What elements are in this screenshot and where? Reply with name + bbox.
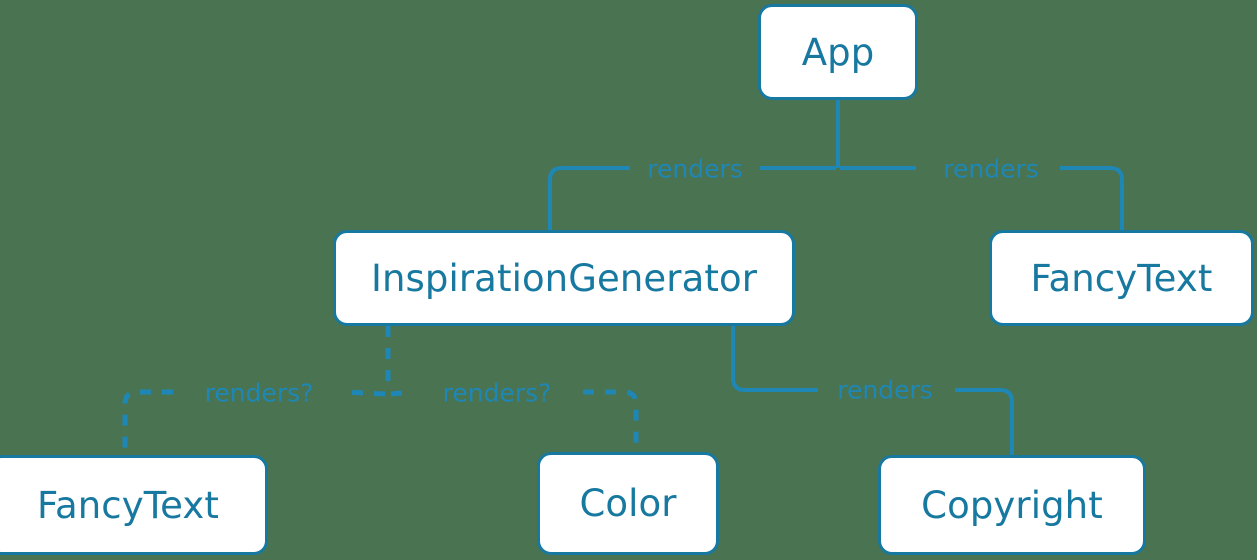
- node-fancytext-top[interactable]: FancyText: [989, 230, 1254, 326]
- edge-inspgen-copyright-left-seg: [731, 326, 818, 392]
- edge-inspgen-color-left-seg: [390, 389, 412, 397]
- node-fancytext-bottom[interactable]: FancyText: [0, 455, 268, 555]
- node-fancytext-bottom-label: FancyText: [37, 483, 219, 527]
- edge-label-inspgen-color: renders?: [442, 378, 552, 408]
- edge-inspgen-copyright-right-seg: [955, 388, 1014, 455]
- node-inspiration-generator[interactable]: InspirationGenerator: [333, 230, 795, 326]
- node-inspiration-generator-label: InspirationGenerator: [370, 256, 758, 300]
- node-copyright[interactable]: Copyright: [878, 455, 1146, 555]
- edge-label-app-inspgen: renders: [647, 154, 743, 184]
- edge-inspgen-color-right-seg: [583, 389, 639, 452]
- node-color[interactable]: Color: [537, 452, 719, 555]
- edge-label-inspgen-fancytext: renders?: [204, 378, 314, 408]
- node-color-label: Color: [579, 482, 677, 525]
- edge-label-inspgen-copyright: renders: [837, 375, 933, 405]
- edge-label-app-fancytext: renders: [943, 154, 1039, 184]
- node-app-label: App: [801, 30, 875, 74]
- edge-app-fancytop-right-seg: [1060, 166, 1124, 230]
- node-fancytext-top-label: FancyText: [1030, 256, 1213, 300]
- node-copyright-label: Copyright: [921, 483, 1103, 527]
- node-app[interactable]: App: [758, 4, 918, 100]
- edge-app-inspgen-left-seg: [548, 166, 630, 230]
- edge-inspgen-fancybot-right-seg: [344, 389, 386, 397]
- edge-inspgen-fancybot-left-seg: [122, 389, 173, 455]
